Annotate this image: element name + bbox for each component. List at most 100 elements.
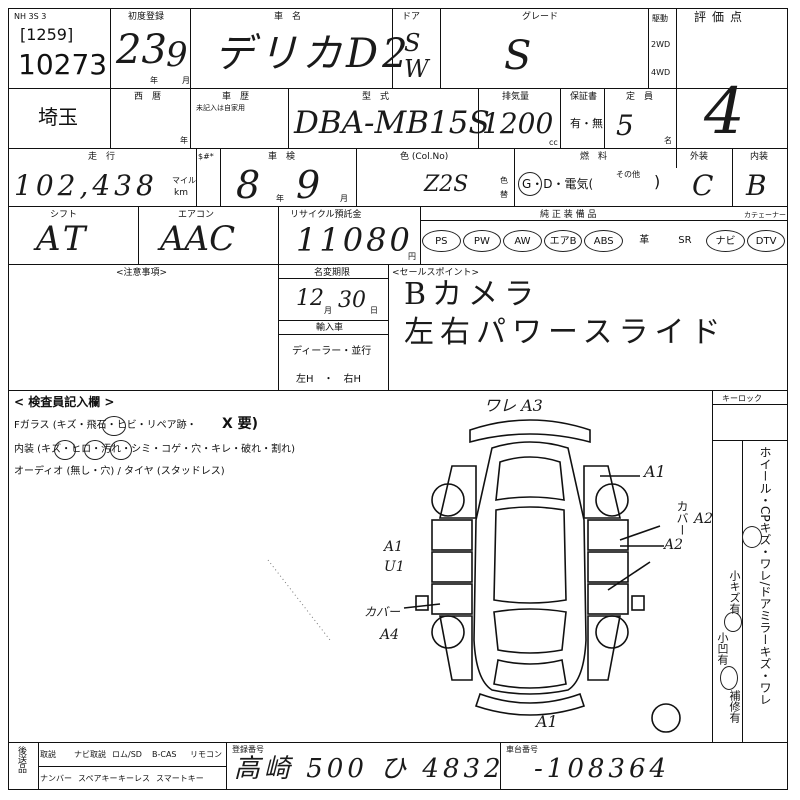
divider xyxy=(110,88,111,148)
mark-a1-left: A1 xyxy=(384,539,404,555)
divider xyxy=(712,404,788,405)
row4-bottom xyxy=(8,264,788,265)
interior-circle-b xyxy=(84,440,106,460)
divider xyxy=(514,148,515,206)
car-name: デリカD2 xyxy=(214,31,412,77)
divider xyxy=(560,88,561,148)
drive-4wd: 4WD xyxy=(651,68,671,77)
divider xyxy=(288,88,289,148)
footer-item-row1-2: ロム/SD xyxy=(112,750,142,759)
registration-label: 初度登録 xyxy=(128,12,165,22)
key-lock: キーロック xyxy=(722,394,762,403)
mark-a2-right2: A2 xyxy=(664,537,684,553)
side-small2: 小凹有 xyxy=(716,632,729,665)
import-label: 輸入車 xyxy=(316,323,344,333)
row5-bottom xyxy=(8,390,788,391)
import-dealer: ディーラー・並行 xyxy=(292,346,372,357)
footer-item-row2-2: キーレス xyxy=(118,774,150,783)
drive-label: 駆動 xyxy=(652,14,668,23)
name-change-month: 12 xyxy=(296,286,324,311)
capacity-value: 5 xyxy=(616,109,634,142)
divider xyxy=(110,8,111,88)
footer-item-row1-4: リモコン xyxy=(190,750,222,759)
chassis-label: 車台番号 xyxy=(506,745,538,754)
option-6: SR xyxy=(678,235,692,246)
footer-item-row2-0: ナンバー xyxy=(40,774,72,783)
door-label: ドア xyxy=(402,12,421,22)
option-0: PS xyxy=(422,230,461,252)
car-name-label: 車 名 xyxy=(274,12,302,22)
divider xyxy=(648,8,649,88)
option-2: AW xyxy=(503,230,542,252)
sheet-frame xyxy=(8,8,788,790)
side-circle-3 xyxy=(720,666,738,690)
aircon-label: エアコン xyxy=(178,210,215,220)
import-side: 左H ・ 右H xyxy=(296,374,362,385)
score-label: 評価点 xyxy=(694,10,749,24)
divider xyxy=(356,148,357,206)
side-circle-2 xyxy=(724,612,742,632)
fuel-other: その他 xyxy=(616,170,640,179)
divider xyxy=(220,148,221,206)
fuel-close: ) xyxy=(654,172,661,191)
year-label: 西 暦 xyxy=(134,92,162,102)
divider xyxy=(732,148,733,206)
model-label: 型 式 xyxy=(362,92,390,102)
option-8: DTV xyxy=(746,230,786,252)
footer-item-row1-0: 取説 xyxy=(40,750,56,759)
footer-top xyxy=(8,742,788,743)
inspection-year: 8 xyxy=(236,163,261,207)
grade-value: S xyxy=(504,33,532,79)
recycle-value: 11080 xyxy=(296,221,413,259)
interior-circle-c xyxy=(110,440,132,460)
divider xyxy=(392,8,393,88)
divider xyxy=(712,390,713,742)
recycle-unit: 円 xyxy=(408,252,416,261)
divider xyxy=(196,148,197,206)
shift-label: シフト xyxy=(50,210,78,220)
interior-line: 内装 (キズ・ヒロ・汚れ・シミ・コゲ・穴・キレ・破れ・割れ) xyxy=(14,444,295,455)
displacement-unit: cc xyxy=(549,138,558,147)
warranty-label: 保証書 xyxy=(570,92,598,102)
mileage-value: 102,438 xyxy=(14,169,158,202)
interior-circle-a xyxy=(54,440,76,460)
row2-year-unit: 年 xyxy=(180,136,188,145)
option-7: ナビ xyxy=(706,230,745,252)
warranty-value: 有・無 xyxy=(570,117,603,130)
history-label: 車 歴 xyxy=(222,92,250,102)
glass-x: X 要) xyxy=(222,416,259,432)
divider xyxy=(742,440,743,742)
mark-u1-left: U1 xyxy=(384,559,405,575)
exterior-label: 外装 xyxy=(690,152,709,162)
divider xyxy=(278,320,388,321)
mileage-label: 走 行 xyxy=(88,152,116,162)
divider xyxy=(500,742,501,790)
footer-item-row1-1: ナビ取説 xyxy=(74,750,106,759)
mileage-unit-km: km xyxy=(174,188,188,198)
mark-a1-right: A1 xyxy=(644,462,666,481)
sales-line2: 左右パワースライド xyxy=(404,315,727,350)
region: 埼玉 xyxy=(38,105,78,129)
divider xyxy=(420,220,788,221)
mark-rear: ワレ A3 xyxy=(484,396,543,415)
side-repair: 補修有 xyxy=(728,690,741,723)
score-value: 4 xyxy=(704,75,745,149)
plate-label: 登録番号 xyxy=(232,745,264,754)
name-change-day: 30 xyxy=(338,288,366,313)
inspector-title: < 検査員記入欄 > xyxy=(14,395,115,409)
accessories-label: 後送品 xyxy=(16,746,26,773)
notes-label: <注意事項> xyxy=(116,268,168,278)
divider xyxy=(278,206,279,264)
divider xyxy=(278,334,388,335)
mark-cover-left: カバー xyxy=(364,605,401,619)
year-unit: 年 xyxy=(150,76,158,85)
fuel-g-circle xyxy=(518,172,542,196)
color-label: 色 (Col.No) xyxy=(400,152,449,162)
sales-line1: Bカメラ xyxy=(404,277,541,312)
capacity-unit: 名 xyxy=(664,136,672,145)
mark-cover-right: カバー xyxy=(675,500,689,536)
stamp: NH 3S 3 xyxy=(14,12,47,21)
divider xyxy=(420,206,421,264)
audio-line: オーディオ (無し・穴) / タイヤ (スタッドレス) xyxy=(14,466,225,477)
history-note: 未記入は自家用 xyxy=(196,104,245,112)
